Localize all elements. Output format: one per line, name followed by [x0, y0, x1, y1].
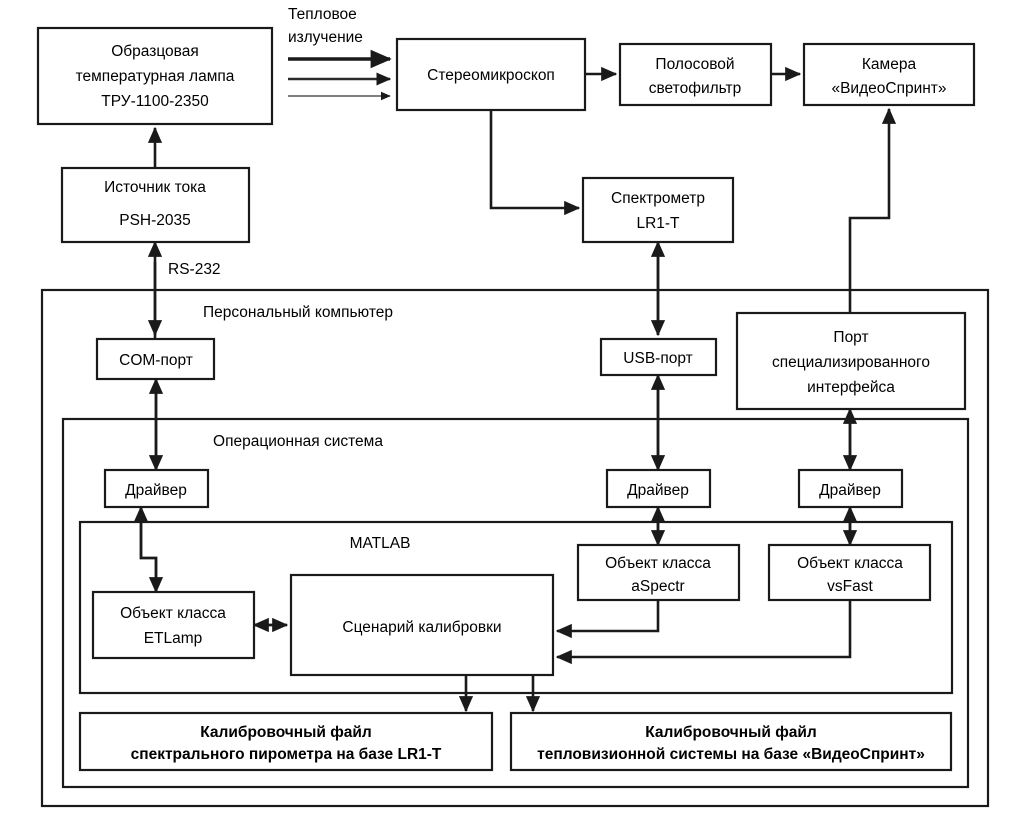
box-stereomicroscope[interactable]: Стереомикроскоп	[395, 37, 587, 112]
label-rs232: RS-232	[168, 261, 221, 278]
box-calibration-script-rect[interactable]	[289, 573, 555, 677]
box-object-etlamp-line1: Объект класса	[120, 605, 226, 622]
box-calibration-file-spectral-rect[interactable]	[78, 711, 494, 772]
box-calibration-script[interactable]: Сценарий калибровки	[289, 573, 555, 677]
box-driver-com-line1: Драйвер	[125, 482, 187, 499]
matlab-container-border	[78, 520, 954, 695]
box-reference-lamp-line1: Образцовая	[111, 43, 199, 60]
pc-container-title: Персональный компьютер	[203, 304, 393, 321]
box-special-port-line1: Порт	[833, 329, 868, 346]
box-driver-special-line1: Драйвер	[819, 482, 881, 499]
box-object-aspectr-line2: aSpectr	[631, 578, 684, 595]
edge-aspectr-to-script	[555, 600, 660, 639]
box-calibration-file-thermal-rect[interactable]	[509, 711, 953, 772]
box-bandpass-filter[interactable]: Полосовой светофильтр	[618, 42, 773, 107]
os-container-title: Операционная система	[213, 433, 383, 450]
label-thermal-radiation-line1: Тепловое	[288, 6, 357, 23]
box-calibration-file-thermal-line1: Калибровочный файл	[645, 724, 817, 741]
box-object-aspectr-rect[interactable]	[576, 543, 741, 602]
box-driver-usb[interactable]: Драйвер	[605, 468, 712, 509]
box-object-aspectr[interactable]: Объект класса aSpectr	[576, 543, 741, 602]
box-spectrometer-line2: LR1-T	[636, 215, 680, 232]
box-current-source-line1: Источник тока	[104, 179, 206, 196]
box-special-port-rect[interactable]	[735, 311, 967, 411]
edge-vsfast-to-script	[555, 600, 852, 665]
box-object-etlamp-line2: ETLamp	[144, 630, 203, 647]
box-driver-com[interactable]: Драйвер	[103, 468, 210, 509]
box-object-vsfast-rect[interactable]	[767, 543, 932, 602]
box-current-source-rect[interactable]	[60, 166, 251, 244]
box-stereomicroscope-rect[interactable]	[395, 37, 587, 112]
box-camera[interactable]: Камера «ВидеоСпринт»	[802, 42, 976, 107]
thermal-radiation-rays	[288, 49, 392, 101]
box-object-aspectr-line1: Объект класса	[605, 555, 711, 572]
box-com-port[interactable]: COM-порт	[95, 337, 216, 381]
box-driver-special[interactable]: Драйвер	[797, 468, 904, 509]
box-special-port-line3: интерфейса	[807, 379, 895, 396]
box-driver-com-rect[interactable]	[103, 468, 210, 509]
box-com-port-line1: COM-порт	[119, 352, 193, 369]
box-calibration-file-thermal-line2: тепловизионной системы на базе «ВидеоСпр…	[537, 746, 925, 763]
box-calibration-file-thermal[interactable]: Калибровочный файл тепловизионной систем…	[509, 711, 953, 772]
box-camera-line2: «ВидеоСпринт»	[831, 80, 946, 97]
box-reference-lamp-rect[interactable]	[36, 26, 274, 126]
box-special-port[interactable]: Порт специализированного интерфейса	[735, 311, 967, 411]
label-thermal-radiation-line2: излучение	[288, 29, 363, 46]
box-object-vsfast[interactable]: Объект класса vsFast	[767, 543, 932, 602]
box-reference-lamp[interactable]: Образцовая температурная лампа ТРУ-1100-…	[36, 26, 274, 126]
box-current-source-line2: PSH-2035	[119, 212, 191, 229]
box-reference-lamp-line2: температурная лампа	[76, 68, 235, 85]
pc-container-border	[40, 288, 990, 808]
box-object-etlamp[interactable]: Объект класса ETLamp	[91, 590, 256, 660]
box-usb-port-rect[interactable]	[599, 337, 718, 377]
edge-stereo-to-spectrometer	[489, 110, 581, 216]
box-driver-special-rect[interactable]	[797, 468, 904, 509]
box-com-port-rect[interactable]	[95, 337, 216, 381]
box-special-port-line2: специализированного	[772, 354, 930, 371]
box-object-vsfast-line2: vsFast	[827, 578, 873, 595]
os-container-border	[61, 417, 970, 789]
box-usb-port[interactable]: USB-порт	[599, 337, 718, 377]
box-spectrometer[interactable]: Спектрометр LR1-T	[581, 176, 735, 244]
box-bandpass-filter-rect[interactable]	[618, 42, 773, 107]
box-driver-usb-line1: Драйвер	[627, 482, 689, 499]
box-calibration-file-spectral-line1: Калибровочный файл	[200, 724, 372, 741]
edge-drivercom-to-etlamp	[139, 507, 164, 594]
box-bandpass-filter-line2: светофильтр	[649, 80, 742, 97]
matlab-container-title: MATLAB	[350, 535, 411, 552]
box-usb-port-line1: USB-порт	[623, 350, 692, 367]
box-object-vsfast-line1: Объект класса	[797, 555, 903, 572]
box-object-etlamp-rect[interactable]	[91, 590, 256, 660]
box-spectrometer-rect[interactable]	[581, 176, 735, 244]
container-matlab: MATLAB	[78, 520, 954, 695]
box-calibration-file-spectral[interactable]: Калибровочный файл спектрального пиромет…	[78, 711, 494, 772]
container-operating-system: Операционная система	[61, 417, 970, 789]
box-spectrometer-line1: Спектрометр	[611, 190, 705, 207]
box-driver-usb-rect[interactable]	[605, 468, 712, 509]
box-stereomicroscope-line1: Стереомикроскоп	[427, 67, 555, 84]
box-current-source[interactable]: Источник тока PSH-2035	[60, 166, 251, 244]
edge-etlamp-to-drivercom	[133, 505, 158, 592]
box-calibration-file-spectral-line2: спектрального пирометра на базе LR1-T	[131, 746, 442, 763]
box-bandpass-filter-line1: Полосовой	[655, 56, 734, 73]
box-camera-rect[interactable]	[802, 42, 976, 107]
container-personal-computer: Персональный компьютер	[40, 288, 990, 808]
box-calibration-script-line1: Сценарий калибровки	[342, 619, 501, 636]
edge-specialport-to-camera	[848, 107, 897, 313]
box-camera-line1: Камера	[862, 56, 917, 73]
box-reference-lamp-line3: ТРУ-1100-2350	[101, 93, 209, 110]
